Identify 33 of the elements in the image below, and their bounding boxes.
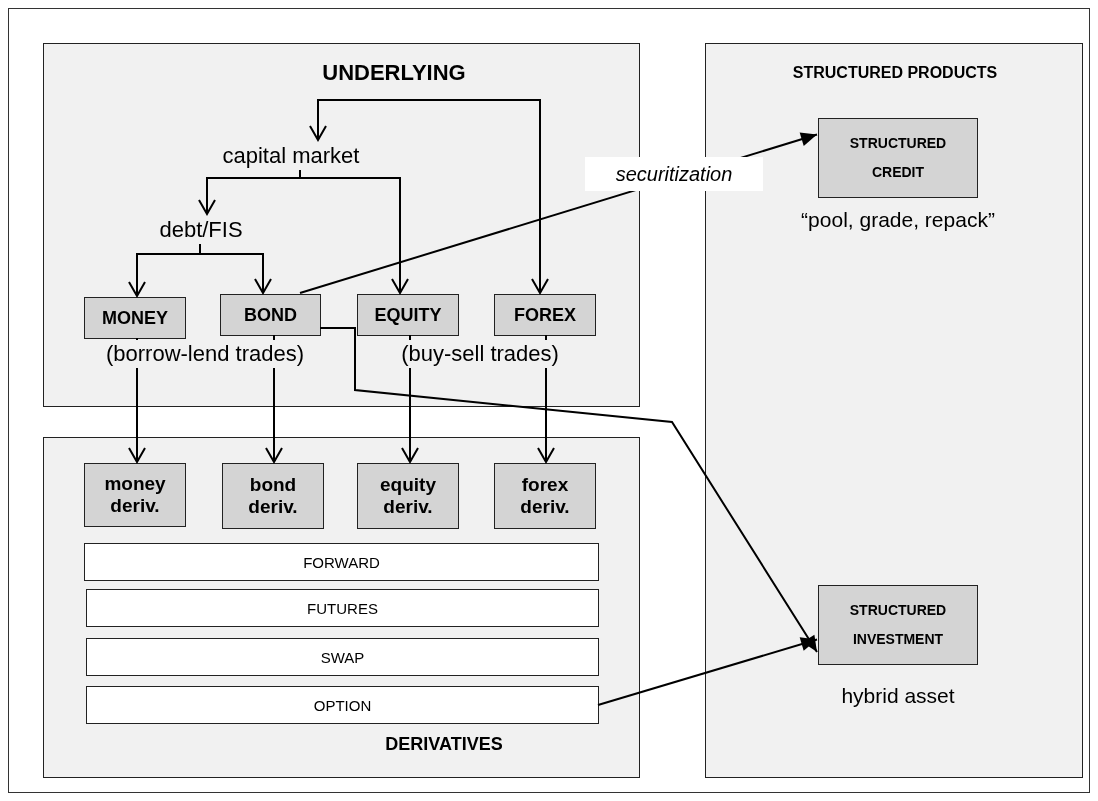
arrow <box>537 334 555 463</box>
panel-title: DERIVATIVES <box>384 734 504 755</box>
category-label: capital market <box>194 141 388 171</box>
category-box: MONEY <box>84 297 186 339</box>
instrument-bar: OPTION <box>86 686 599 724</box>
instrument-bar: SWAP <box>86 638 599 676</box>
arrow <box>265 334 283 463</box>
panel-title: STRUCTURED PRODUCTS <box>791 64 999 82</box>
category-box: FOREX <box>494 294 596 336</box>
category-box: money deriv. <box>84 463 186 527</box>
panel-title: UNDERLYING <box>321 60 467 86</box>
category-box: bond deriv. <box>222 463 324 529</box>
arrow <box>319 327 818 654</box>
arrow <box>199 243 272 294</box>
arrow <box>401 334 419 463</box>
category-box: EQUITY <box>357 294 459 336</box>
category-box: equity deriv. <box>357 463 459 529</box>
caption-text: hybrid asset <box>840 683 956 709</box>
category-box: STRUCTURED CREDIT <box>818 118 978 198</box>
category-box: forex deriv. <box>494 463 596 529</box>
edge-label: securitization <box>585 157 763 191</box>
instrument-bar: FUTURES <box>86 589 599 627</box>
category-box: BOND <box>220 294 321 336</box>
caption-text: “pool, grade, repack” <box>800 207 996 233</box>
arrow <box>428 99 549 294</box>
arrow <box>309 99 430 141</box>
arrow <box>597 637 818 706</box>
instrument-bar: FORWARD <box>84 543 599 581</box>
category-box: STRUCTURED INVESTMENT <box>818 585 978 665</box>
arrow <box>128 337 146 463</box>
category-label: debt/FIS <box>141 215 261 245</box>
arrow <box>299 132 818 294</box>
panel <box>43 437 640 778</box>
